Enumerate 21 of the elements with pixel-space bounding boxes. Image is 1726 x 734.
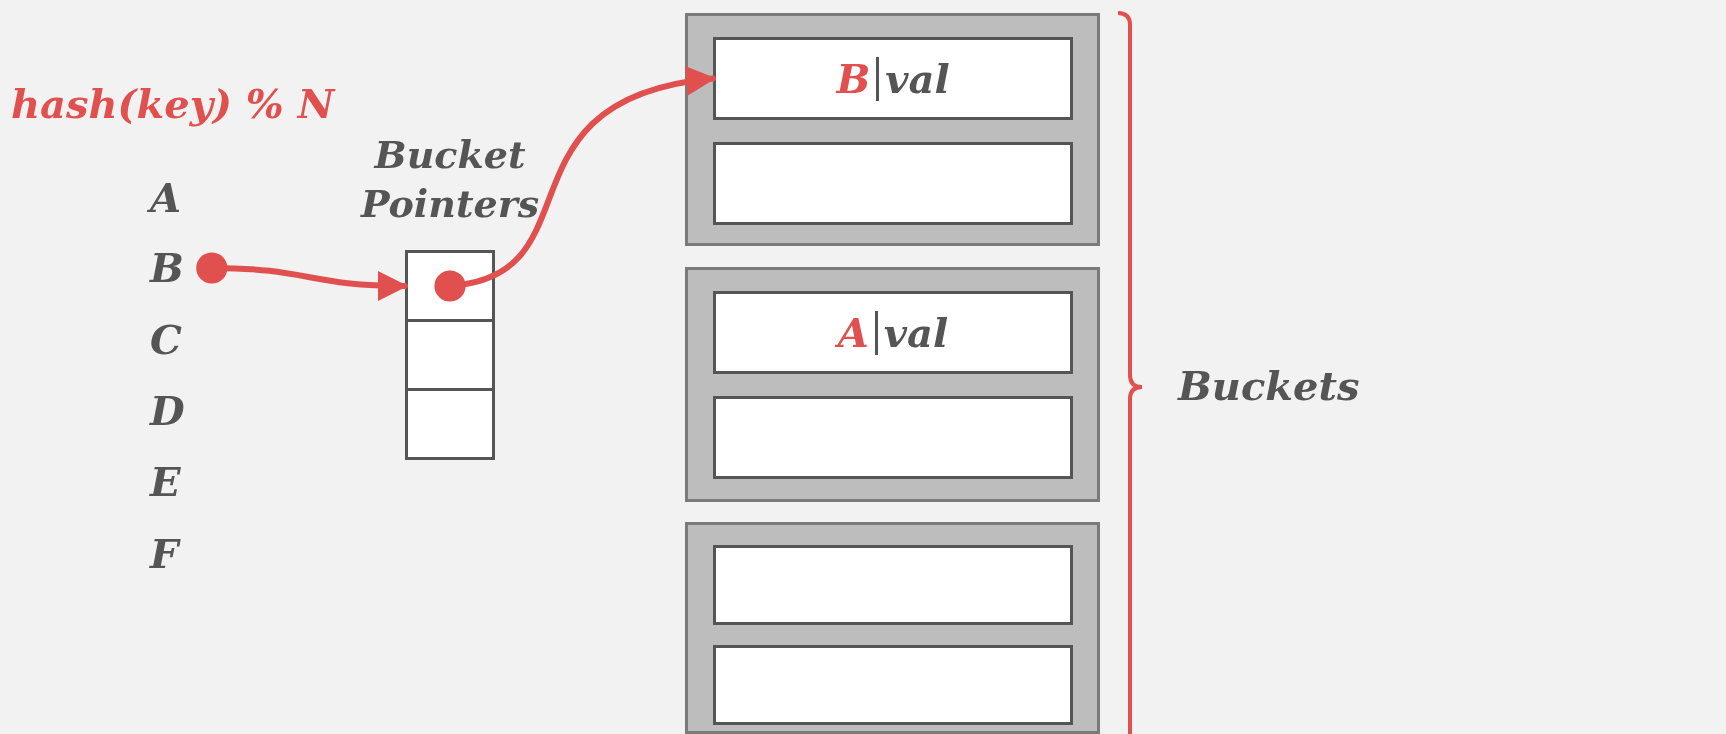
bucket-block [685,13,1100,246]
record-slot [713,291,1073,374]
empty-slot [713,545,1073,625]
empty-slot [405,388,495,460]
bucket-block [685,522,1100,734]
key-label: F [150,534,179,574]
value-text: val [885,55,950,102]
record-slot [713,37,1073,120]
empty-slot [713,396,1073,479]
key-label: E [150,462,181,502]
array-heading: Bucket Pointers [359,131,541,229]
key-label: C [150,320,182,360]
empty-slot [713,142,1073,225]
key-label: D [150,391,185,431]
empty-slot [713,645,1073,725]
value-text: val [883,309,949,356]
key-label: B [150,248,184,288]
bucket-block [685,267,1100,502]
key-text: B [836,55,871,102]
empty-slot [405,319,495,391]
brace-label: Buckets [1178,366,1360,406]
